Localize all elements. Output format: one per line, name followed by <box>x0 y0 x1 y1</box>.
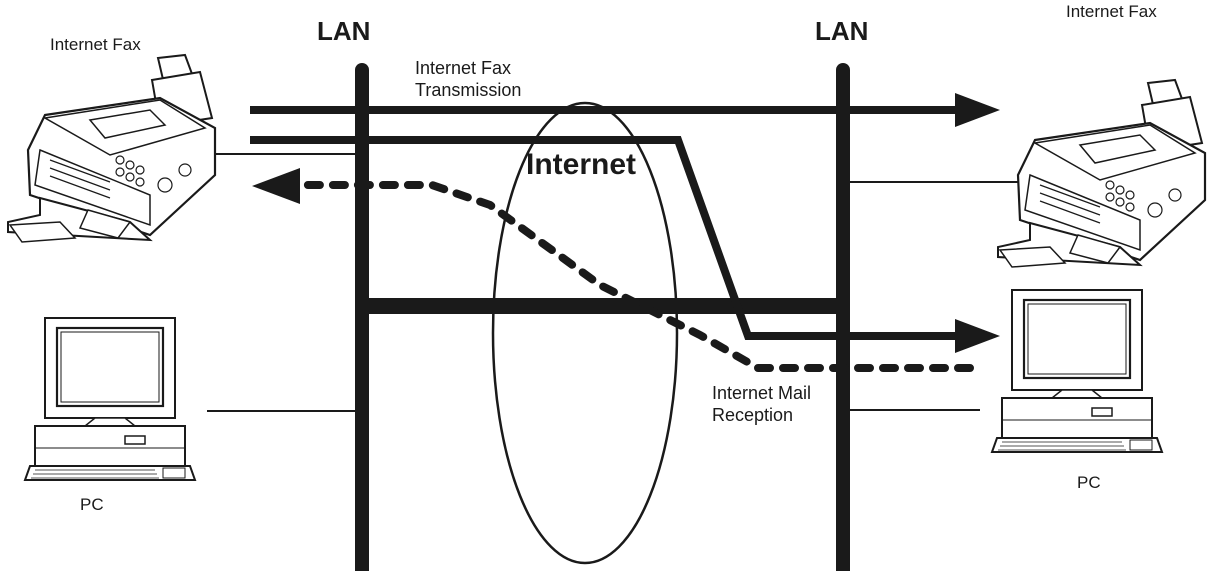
internet-cloud-ellipse <box>491 101 679 565</box>
fax-tx-label: Internet Fax Transmission <box>415 57 521 101</box>
mail-rx-label-line1: Internet Mail <box>712 383 812 403</box>
mail-rx-label: Internet Mail Reception <box>712 382 811 426</box>
fax-machine-icon <box>6 53 217 244</box>
fax-tx-label-line2: Transmission <box>415 80 522 100</box>
mail-rx-label-line2: Reception <box>712 405 794 425</box>
fax-left-label: Internet Fax <box>50 35 141 54</box>
fax-right-label: Internet Fax <box>1066 2 1157 21</box>
mail-rx-path <box>296 181 974 372</box>
fax-tx-label-line1: Internet Fax <box>415 58 512 78</box>
mail-tx-arrow-head <box>955 319 1000 353</box>
pc-icon <box>23 316 197 482</box>
fax-tx-arrow-head <box>955 93 1000 127</box>
internet-label: Internet <box>526 148 637 181</box>
mail-rx-arrow-head <box>252 168 300 204</box>
lan-label-left: LAN <box>317 16 371 46</box>
pc-right-label: PC <box>1077 473 1101 492</box>
pc-left-label: PC <box>80 495 104 514</box>
mail-tx-path <box>250 136 960 340</box>
pc-icon <box>990 288 1164 454</box>
lan-label-right: LAN <box>815 16 869 46</box>
fax-machine-icon <box>996 78 1207 269</box>
